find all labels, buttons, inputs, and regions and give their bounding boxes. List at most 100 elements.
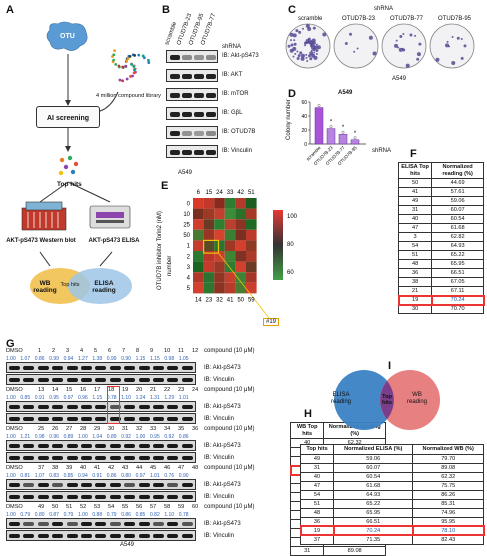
y-tick-label: 5 — [187, 286, 191, 292]
table-cell: 19 — [299, 525, 335, 536]
ratio-value: 1.10 — [121, 395, 131, 401]
heatmap-cell — [224, 251, 236, 262]
blot-band — [124, 366, 136, 370]
table-cell: 66.51 — [333, 516, 414, 527]
table-header: Normalized WB (%) — [412, 444, 484, 455]
blot-strip — [6, 374, 196, 385]
heatmap-cell — [224, 229, 236, 241]
blot-band — [138, 378, 150, 382]
plate-label: OTUD7B-77 — [390, 16, 424, 22]
table-cell: 47 — [397, 223, 433, 233]
table-cell: 60.54 — [333, 471, 414, 482]
heatmap-cell — [203, 282, 215, 294]
table-cell: 31 — [299, 462, 335, 473]
blot-strip — [166, 50, 218, 63]
lane-label: 38 — [52, 465, 59, 471]
ratio-value: 0.99 — [106, 356, 117, 362]
lane-label: 54 — [108, 504, 115, 510]
library-label: 4 million compound library — [96, 93, 161, 99]
ratio-value: 0.89 — [63, 434, 74, 440]
panel-label-c: C — [288, 4, 296, 16]
blot-band — [206, 131, 216, 136]
table-cell: 50 — [397, 178, 433, 188]
bottom-tick-label: 32 — [216, 297, 223, 303]
table-cell: 54 — [299, 489, 335, 500]
heatmap-cell — [224, 261, 236, 273]
heatmap-cell — [193, 251, 204, 262]
ratio-value: 1.00 — [6, 434, 16, 440]
blot-band — [37, 366, 49, 370]
ratio-value: 0.85 — [135, 512, 146, 518]
blot-band — [124, 483, 136, 487]
blot-band — [37, 534, 49, 538]
blot-band — [37, 522, 49, 526]
blot-band — [124, 444, 136, 448]
ratio-value: 0.79 — [63, 512, 74, 518]
table-cell: 49 — [397, 196, 433, 206]
table-cell: 51 — [397, 250, 433, 260]
heatmap-cell — [214, 219, 225, 230]
lane-label: 36 — [192, 426, 199, 432]
chart-title: A549 — [338, 90, 353, 96]
ratio-value: 0.92 — [121, 434, 131, 440]
colony-bar-chart: 0204060scrambleOTUD7B-23*OTUD7B-77*OTUD7… — [301, 100, 366, 166]
blot-band — [66, 417, 78, 421]
blot-band — [206, 150, 216, 155]
lane-label: 18 — [108, 387, 115, 393]
blot-band — [167, 456, 179, 460]
lane-label: 2 — [52, 348, 56, 354]
lane-label: 10 — [164, 348, 171, 354]
table-cell: 38 — [397, 277, 433, 287]
blot-band — [66, 378, 78, 382]
table-cell: 75.75 — [412, 480, 484, 491]
lane-label: 57 — [150, 504, 157, 510]
blot-band — [167, 495, 179, 499]
lane-label: 58 — [164, 504, 171, 510]
ratio-value: 1.00 — [135, 434, 146, 440]
ratio-value: 0.97 — [135, 473, 146, 479]
ratio-value: 0.86 — [178, 434, 189, 440]
blot-band — [9, 483, 20, 487]
ratio-value: 0.88 — [92, 512, 103, 518]
lane-label: 59 — [178, 504, 185, 510]
top-tick-label: 33 — [227, 190, 234, 196]
blot-band — [170, 74, 180, 79]
lane-label: DMSO — [6, 465, 23, 471]
table-cell: 36 — [299, 516, 335, 527]
lane-label: 9 — [150, 348, 154, 354]
table-cell: 31 — [397, 205, 433, 215]
blot-band — [181, 534, 193, 538]
blot-band — [167, 444, 179, 448]
table-header: ELISA Top hits — [397, 162, 433, 179]
blot-band — [9, 366, 20, 370]
panel-label-f: F — [410, 148, 417, 160]
table-cell: 74.96 — [412, 507, 484, 518]
lane-label: 13 — [38, 387, 45, 393]
blot-band — [181, 405, 193, 409]
ratio-value: 1.07 — [20, 356, 31, 362]
blot-band — [182, 150, 192, 155]
lane-label: 23 — [178, 387, 185, 393]
blot-band — [81, 378, 92, 382]
table-cell: 57.61 — [431, 187, 484, 197]
elisa-reader-icon — [89, 205, 131, 229]
ratio-value: 0.80 — [34, 512, 45, 518]
blot-band — [194, 150, 204, 155]
blot-band — [124, 378, 136, 382]
blot-band — [66, 522, 78, 526]
ratio-value: 1.00 — [78, 512, 88, 518]
